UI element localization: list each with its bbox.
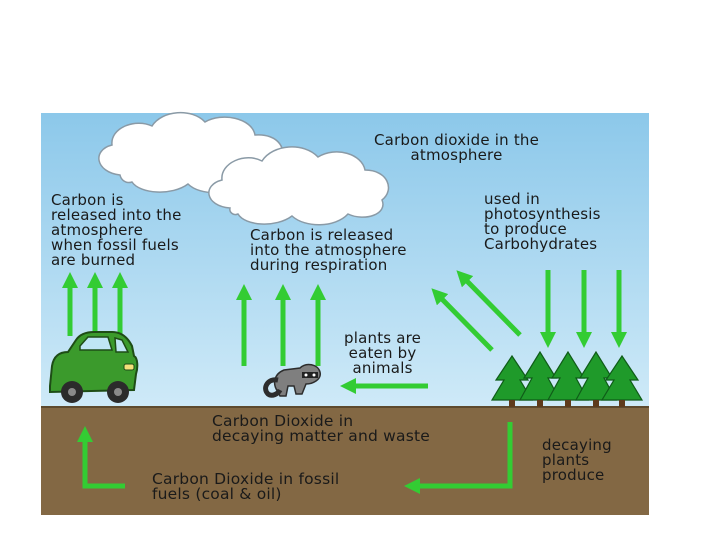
fossil-loop-arrow	[76, 425, 125, 489]
decay-loop-arrow	[403, 422, 513, 495]
soil	[41, 407, 649, 515]
cloud-icon	[208, 146, 390, 226]
label-decaying-plants: decaying plants produce	[542, 436, 612, 484]
label-photosynthesis: used in photosynthesis to produce Carboh…	[484, 190, 601, 253]
raccoon-icon	[263, 363, 321, 398]
label-fossil-release: Carbon is released into the atmosphere w…	[51, 191, 182, 269]
label-respiration: Carbon is released into the atmosphere d…	[250, 226, 407, 274]
label-atmosphere: Carbon dioxide in the atmosphere	[374, 131, 540, 164]
pine-tree-icon	[600, 354, 644, 407]
label-fossil-fuels: Carbon Dioxide in fossil fuels (coal & o…	[152, 470, 340, 503]
car-icon	[49, 331, 139, 403]
label-eaten: plants are eaten by animals	[344, 329, 422, 377]
label-decaying-matter: Carbon Dioxide in decaying matter and wa…	[212, 412, 431, 445]
tree-release-arrow	[456, 270, 522, 337]
pine-tree-icon	[490, 354, 534, 407]
tree-release-arrow	[431, 288, 494, 352]
